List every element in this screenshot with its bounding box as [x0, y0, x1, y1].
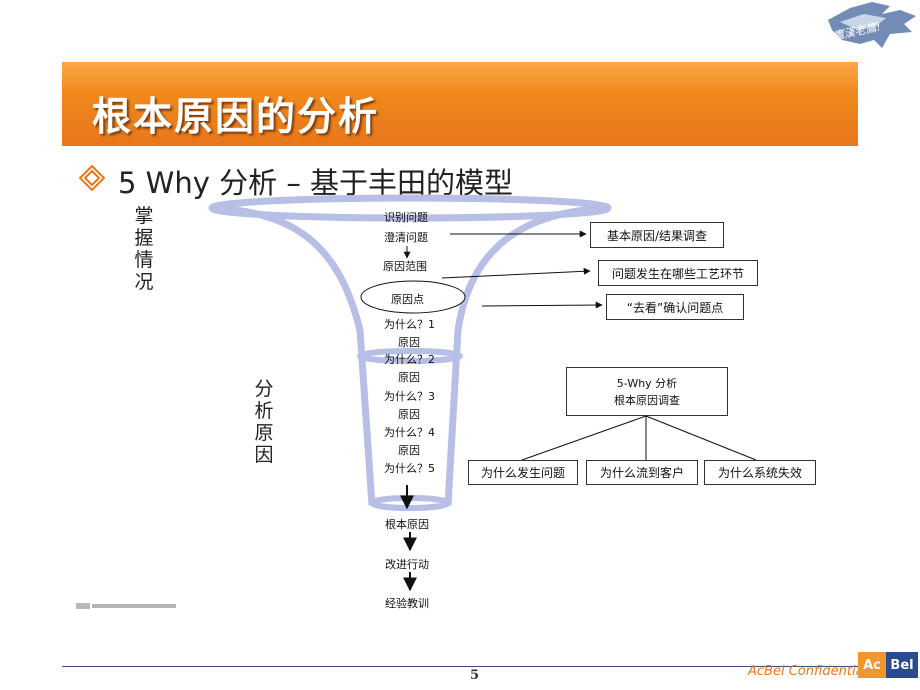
flow-improve-action: 改进行动: [385, 558, 429, 571]
slide-subtitle: 5 Why 分析 – 基于丰田的模型: [118, 166, 514, 200]
flow-point: 原因点: [391, 293, 424, 306]
arrow-to-process: [441, 267, 591, 279]
eagle-logo: 鷹漢老鷹!: [828, 2, 916, 48]
page-number: 5: [470, 668, 480, 683]
analyze-causes-label: 分析原因: [254, 378, 274, 466]
flow-cause-2: 原因: [398, 371, 420, 384]
flow-lessons: 经验教训: [385, 597, 429, 610]
arrow-to-go-see: [481, 301, 603, 309]
slide-title: 根本原因的分析: [92, 95, 380, 140]
flow-why-5: 为什么？5: [384, 462, 435, 475]
flow-cause-4: 原因: [398, 444, 420, 457]
flow-clarify: 澄清问题: [384, 231, 428, 244]
funnel-right-wall: [444, 204, 609, 506]
go-see-box: “去看”确认问题点: [606, 294, 744, 320]
confidential-label: AcBel Confidential: [748, 664, 868, 679]
five-why-title-box: 5-Why 分析 根本原因调查: [566, 367, 728, 416]
tree-branch-right: [645, 415, 757, 461]
why-escape-box: 为什么流到客户: [586, 460, 698, 485]
why-system-fail-box: 为什么系统失效: [704, 460, 816, 485]
grasp-situation-label: 掌握情况: [134, 205, 154, 293]
tree-branch-left: [521, 415, 647, 461]
five-why-title-line2: 根本原因调查: [614, 393, 680, 407]
flow-why-1: 为什么？1: [384, 318, 435, 331]
flow-why-2: 为什么？2: [384, 353, 435, 366]
flow-identify: 识别问题: [384, 211, 428, 224]
flow-why-3: 为什么？3: [384, 390, 435, 403]
flow-cause-1: 原因: [398, 336, 420, 349]
five-why-title-line1: 5-Why 分析: [616, 376, 678, 390]
acbel-logo-bel: Bel: [886, 652, 918, 678]
flow-cause-3: 原因: [398, 408, 420, 421]
root-result-box: 基本原因/结果调查: [590, 222, 724, 248]
title-bar: [62, 62, 858, 146]
footer-rule: [62, 666, 912, 667]
flow-root-cause: 根本原因: [385, 518, 429, 531]
flow-why-4: 为什么？4: [384, 426, 435, 439]
funnel-bottom: [369, 495, 451, 511]
acbel-logo-ac: Ac: [858, 652, 886, 678]
cause-point-ellipse: [360, 280, 466, 314]
flow-scope: 原因范围: [383, 260, 427, 273]
why-occur-box: 为什么发生问题: [468, 460, 578, 485]
diamond-bullet-icon: [79, 165, 105, 191]
funnel-band: [357, 348, 463, 364]
funnel-left-wall: [211, 204, 376, 506]
process-box: 问题发生在哪些工艺环节: [598, 260, 758, 286]
